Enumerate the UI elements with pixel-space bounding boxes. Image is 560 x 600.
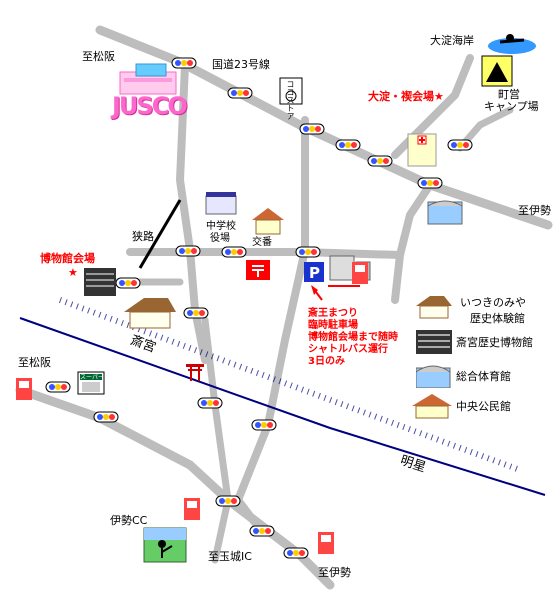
police-box-icon [252, 208, 284, 235]
supermarket-icon [77, 371, 105, 395]
hospital-icon [407, 133, 437, 167]
gas-station-icon [16, 378, 32, 400]
legend-itsuki-label: いつきのみや [460, 296, 526, 309]
legend-icon-traditional-house [416, 296, 452, 319]
label-cocostore: ココストア [286, 80, 295, 120]
shuttle-arrow-icon [311, 285, 360, 301]
road-central-vertical [234, 116, 309, 536]
legend-public-hall-label: 中央公民館 [456, 400, 511, 413]
post-office-icon [246, 260, 270, 280]
label-to-matsusaka-top: 至松阪 [82, 50, 115, 63]
tent-icon [481, 55, 513, 87]
label-to-matsusaka-left: 至松阪 [18, 356, 51, 369]
legend-icon-gymnasium [416, 365, 451, 388]
label-machimiya: 町営 [498, 88, 520, 101]
road-lower-diagonal [15, 385, 335, 590]
route-23-road [95, 25, 553, 230]
swimmer-icon [488, 34, 536, 54]
museum-building-icon [84, 268, 116, 296]
legend-icon-museum [416, 330, 452, 354]
narrow-road-line [138, 199, 182, 269]
notice-line4: シャトルバス運行 [308, 344, 388, 355]
traditional-house-icon [124, 298, 176, 329]
road-east-west-mid [126, 248, 404, 259]
label-museum-venue: 博物館会場 [40, 252, 95, 265]
label-narrow-road: 狭路 [132, 230, 154, 243]
road-east-vertical [391, 181, 434, 304]
railway-line [19, 317, 546, 496]
road-south [211, 496, 232, 564]
label-oyodo-venue: 大淀・禊会場★ [368, 90, 444, 103]
label-gs: GS [322, 536, 332, 543]
notice-line1: 斎王まつり [308, 308, 358, 319]
legend-museum-label: 斎宮歴史博物館 [456, 336, 533, 349]
torii-icon [186, 364, 204, 381]
label-route23: 国道23号線 [212, 58, 270, 71]
label-camp: キャンプ場 [484, 100, 539, 113]
legend-gymnasium-label: 総合体育館 [456, 370, 511, 383]
gas-station-icon [318, 532, 334, 554]
traffic-signals [45, 57, 473, 559]
parking-icon: P [304, 262, 324, 282]
museum-star-icon: ★ [68, 266, 78, 279]
notice-line3: 博物館会場まで随時 [308, 332, 398, 343]
label-town-office: 役場 [210, 233, 230, 244]
jusco-building-icon [119, 63, 177, 95]
town-office-icon [205, 192, 237, 215]
gas-station-icon [352, 262, 368, 284]
jusco-logo: JUSCO [112, 92, 188, 120]
gymnasium-icon [427, 200, 463, 225]
label-super: スーパー [80, 374, 104, 381]
parking-notice: 斎王まつり 臨時駐車場 博物館会場まで随時 シャトルバス運行 3日のみ [308, 308, 398, 368]
golf-course-icon [143, 527, 187, 563]
label-to-ise-right: 至伊勢 [518, 204, 551, 217]
notice-line2: 臨時駐車場 [308, 320, 358, 331]
notice-line5: 3日のみ [308, 356, 345, 367]
gas-station-icon [184, 498, 200, 520]
convenience-store-icon [279, 77, 303, 105]
legend-itsuki-label2: 歴史体験館 [470, 312, 525, 325]
label-junior-high: 中学校 [206, 221, 236, 232]
label-tamaki-ic: 至玉城IC [208, 550, 252, 563]
svg-text:P: P [309, 264, 320, 282]
label-ise-cc: 伊勢CC [110, 514, 148, 527]
road-saiku-vertical [201, 316, 232, 504]
legend-icon-public-hall [412, 394, 452, 419]
label-koban: 交番 [252, 237, 272, 248]
label-to-ise-bottom: 至伊勢 [318, 566, 351, 579]
label-oyodo-beach: 大淀海岸 [430, 34, 474, 47]
railway-ties [58, 297, 522, 473]
